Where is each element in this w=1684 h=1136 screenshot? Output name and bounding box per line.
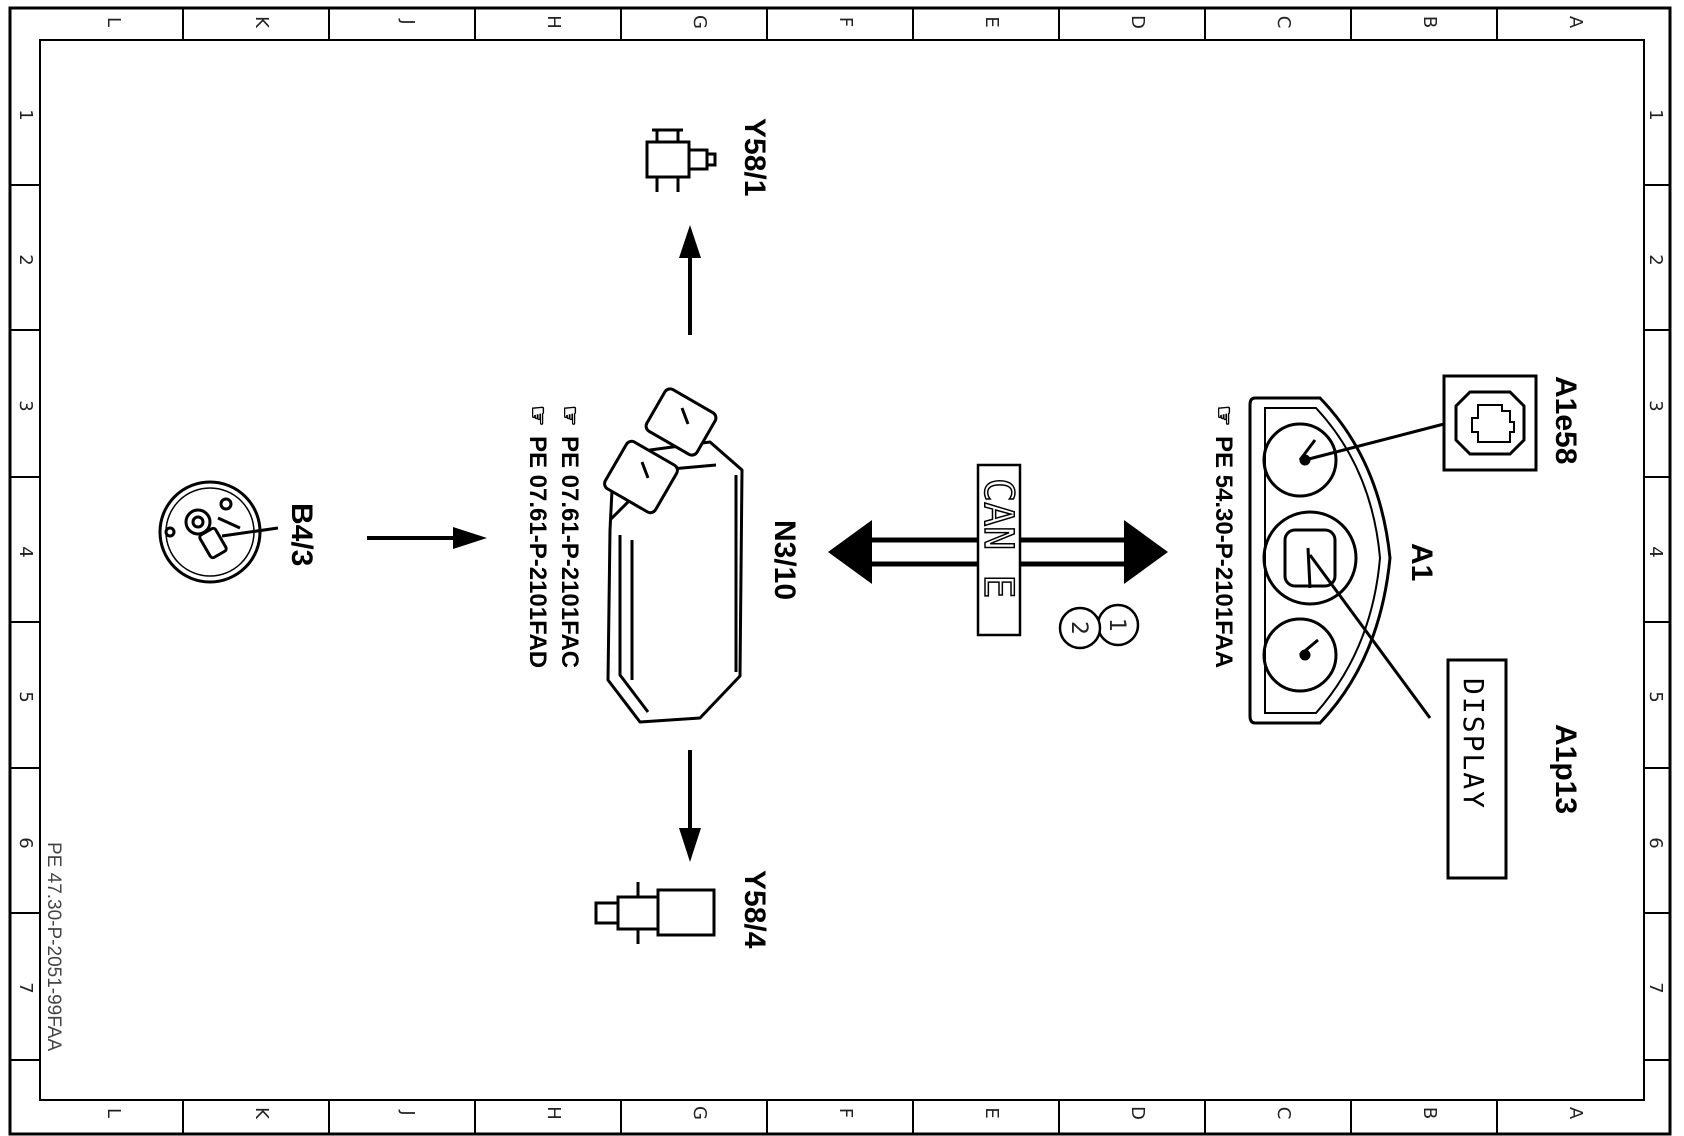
col-label-top: F — [835, 17, 856, 27]
row-labels-right: 1 2 3 4 5 6 7 — [1645, 109, 1666, 993]
pointing-hand-icon: ☞ — [1210, 405, 1237, 427]
bus-marker-1: 1 — [1096, 603, 1140, 647]
ecu-reference-2[interactable]: ☞ PE 07.61-P-2101FAD — [524, 405, 551, 668]
col-label-top: L — [103, 17, 124, 27]
row-label-left: 3 — [15, 400, 36, 411]
bus-marker-1-text: 1 — [1104, 618, 1129, 632]
col-label-top: E — [981, 16, 1002, 27]
component-label-a1: A1 — [1405, 543, 1438, 581]
col-label-bottom: K — [251, 1107, 272, 1120]
ecu-n3-10-icon — [603, 387, 744, 724]
bus-marker-2-text: 2 — [1066, 621, 1091, 635]
component-label-n3-10: N3/10 — [768, 520, 801, 600]
col-label-top: H — [543, 15, 564, 29]
col-label-top: D — [1127, 15, 1148, 29]
ecu-reference-2-text[interactable]: PE 07.61-P-2101FAD — [524, 436, 551, 668]
display-a1p13-icon: DISPLAY — [1308, 554, 1508, 880]
col-label-top: A — [1565, 16, 1586, 29]
cluster-reference[interactable]: ☞ PE 54.30-P-2101FAA — [1210, 405, 1237, 668]
can-bus-label-box: CAN E — [974, 463, 1022, 637]
col-label-bottom: G — [689, 1106, 710, 1120]
row-label-left: 5 — [15, 691, 36, 702]
instrument-cluster-a1-icon — [1248, 396, 1392, 725]
cluster-reference-text[interactable]: PE 54.30-P-2101FAA — [1210, 436, 1237, 668]
component-label-y58-1: Y58/1 — [738, 118, 771, 196]
pointing-hand-icon: ☞ — [556, 405, 583, 427]
doc-reference: PE 47.30-P-2051-99FAA — [43, 842, 64, 1051]
row-label-left: 1 — [15, 109, 36, 120]
col-label-bottom: L — [103, 1108, 124, 1118]
component-label-y58-4: Y58/4 — [738, 870, 771, 949]
col-label-top: G — [689, 15, 710, 29]
col-label-bottom: E — [981, 1107, 1002, 1118]
signal-arrow-b4-3-to-n3-10 — [367, 527, 487, 549]
column-labels-bottom: A B C D E F G H J K L — [103, 1106, 1586, 1120]
pointing-hand-icon: ☞ — [524, 405, 551, 427]
ecu-reference-1-text[interactable]: PE 07.61-P-2101FAC — [556, 436, 583, 668]
ecu-reference-1[interactable]: ☞ PE 07.61-P-2101FAC — [556, 405, 583, 668]
col-label-bottom: J — [397, 1109, 418, 1115]
component-label-a1p13: A1p13 — [1549, 724, 1582, 814]
indicator-lamp-a1e58-icon — [1304, 374, 1538, 472]
col-label-top: J — [397, 18, 418, 24]
valve-y58-4-icon — [594, 882, 716, 944]
row-label-left: 6 — [15, 837, 36, 848]
row-label-right: 6 — [1645, 837, 1666, 848]
row-label-left: 7 — [15, 982, 36, 993]
column-labels-top: A B C D E F G H J K L — [103, 15, 1586, 29]
signal-arrow-to-y58-4 — [679, 750, 701, 862]
bus-marker-2: 2 — [1058, 606, 1102, 650]
row-label-left: 2 — [15, 254, 36, 265]
row-label-right: 3 — [1645, 400, 1666, 411]
display-a1p13-text: DISPLAY — [1457, 678, 1490, 810]
col-label-bottom: H — [543, 1106, 564, 1120]
col-label-top: B — [1419, 16, 1440, 28]
col-label-top: K — [251, 16, 272, 29]
row-label-right: 2 — [1645, 254, 1666, 265]
component-label-b4-3: B4/3 — [285, 503, 318, 566]
col-label-bottom: B — [1419, 1107, 1440, 1119]
col-label-bottom: C — [1273, 1107, 1294, 1120]
valve-y58-1-icon — [645, 128, 717, 192]
row-label-right: 5 — [1645, 691, 1666, 702]
drawing-frame — [8, 6, 1672, 1136]
row-label-left: 4 — [15, 546, 36, 557]
row-labels-left: 1 2 3 4 5 6 7 — [15, 109, 36, 993]
row-label-right: 1 — [1645, 109, 1666, 120]
sensor-b4-3-icon — [158, 480, 279, 584]
component-label-a1e58: A1e58 — [1549, 376, 1582, 464]
row-label-right: 4 — [1645, 546, 1666, 557]
signal-arrow-to-y58-1 — [679, 225, 701, 335]
can-bus-label: CAN E — [975, 478, 1021, 598]
col-label-bottom: A — [1565, 1107, 1586, 1120]
col-label-top: C — [1273, 16, 1294, 29]
col-label-bottom: D — [1127, 1106, 1148, 1120]
row-label-right: 7 — [1645, 982, 1666, 993]
col-label-bottom: F — [835, 1108, 856, 1118]
